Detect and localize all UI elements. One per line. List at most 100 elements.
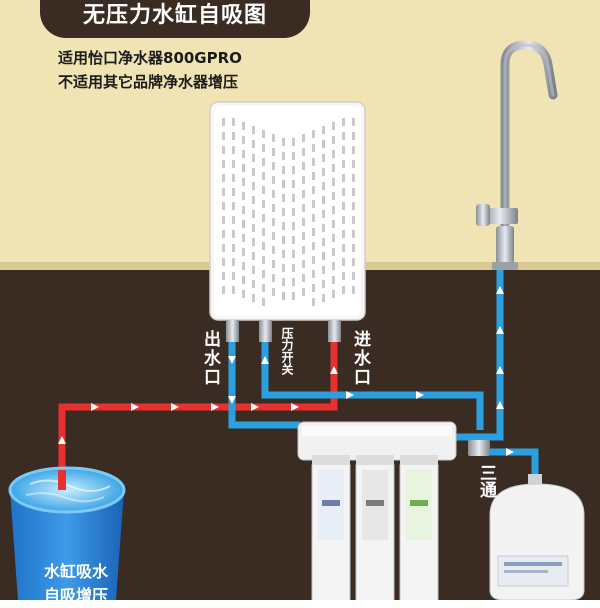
vent-slot: [222, 230, 225, 238]
vent-slot: [292, 278, 295, 286]
vent-slot: [352, 160, 355, 168]
vent-slot: [252, 266, 255, 274]
vent-slot: [312, 214, 315, 222]
vent-slot: [262, 256, 265, 264]
vent-slot: [302, 176, 305, 184]
vent-slot: [262, 172, 265, 180]
vent-slot: [242, 150, 245, 158]
vent-slot: [232, 146, 235, 154]
barrel-label-line-2: 自吸增压: [43, 586, 108, 605]
vent-slot: [352, 202, 355, 210]
vent-slot: [302, 134, 305, 142]
vent-slot: [292, 222, 295, 230]
vent-slot: [232, 202, 235, 210]
vent-slot: [332, 248, 335, 256]
vent-slot: [282, 222, 285, 230]
vent-slot: [292, 138, 295, 146]
vent-slot: [322, 196, 325, 204]
vent-slot: [302, 190, 305, 198]
vent-slot: [222, 174, 225, 182]
flow-arrow: [416, 391, 424, 399]
vent-slot: [322, 238, 325, 246]
vent-slot: [262, 270, 265, 278]
vent-slot: [312, 242, 315, 250]
vent-slot: [342, 202, 345, 210]
vent-slot: [352, 244, 355, 252]
vent-slot: [272, 232, 275, 240]
vent-slot: [232, 174, 235, 182]
vent-slot: [232, 258, 235, 266]
vent-slot: [282, 264, 285, 272]
page-title: 无压力水缸自吸图: [40, 0, 310, 38]
vent-slot: [322, 168, 325, 176]
vent-slot: [242, 178, 245, 186]
water-barrel: [8, 466, 126, 600]
vent-slot: [342, 244, 345, 252]
vent-slot: [232, 160, 235, 168]
filter-housing: [297, 421, 457, 600]
vent-slot: [352, 258, 355, 266]
vent-slot: [292, 250, 295, 258]
pump-vents: [222, 118, 355, 306]
vent-slot: [222, 118, 225, 126]
vent-slot: [252, 280, 255, 288]
vent-slot: [222, 202, 225, 210]
vent-slot: [272, 190, 275, 198]
vent-slot: [222, 244, 225, 252]
vent-slot: [312, 228, 315, 236]
vent-slot: [352, 188, 355, 196]
vent-slot: [322, 182, 325, 190]
vent-slot: [242, 290, 245, 298]
vent-slot: [262, 298, 265, 306]
barrel-label-line-1: 水缸吸水: [43, 562, 108, 581]
flow-arrow: [228, 356, 236, 364]
vent-slot: [232, 286, 235, 294]
vent-slot: [232, 244, 235, 252]
vent-slot: [282, 250, 285, 258]
vent-slot: [352, 118, 355, 126]
vent-slot: [302, 148, 305, 156]
vent-slot: [262, 214, 265, 222]
vent-slot: [222, 286, 225, 294]
vent-slot: [302, 288, 305, 296]
vent-slot: [242, 234, 245, 242]
vent-slot: [312, 130, 315, 138]
vent-slot: [262, 242, 265, 250]
vent-slot: [312, 172, 315, 180]
vent-slot: [272, 260, 275, 268]
vent-slot: [222, 132, 225, 140]
vent-slot: [282, 292, 285, 300]
vent-slot: [292, 152, 295, 160]
vent-slot: [332, 164, 335, 172]
vent-slot: [262, 200, 265, 208]
blue-pipe-faucet: [455, 270, 504, 441]
vent-slot: [262, 228, 265, 236]
vent-slot: [222, 272, 225, 280]
vent-slot: [252, 154, 255, 162]
vent-slot: [252, 140, 255, 148]
vent-slot: [262, 130, 265, 138]
flow-arrow: [291, 403, 299, 411]
flow-arrow: [211, 403, 219, 411]
flow-arrow: [496, 326, 504, 334]
vent-slot: [272, 134, 275, 142]
vent-slot: [332, 150, 335, 158]
vent-slot: [342, 118, 345, 126]
vent-slot: [322, 126, 325, 134]
vent-slot: [222, 188, 225, 196]
vent-slot: [222, 258, 225, 266]
vent-slot: [302, 218, 305, 226]
vent-slot: [312, 256, 315, 264]
vent-slot: [352, 146, 355, 154]
vent-slot: [332, 178, 335, 186]
vent-slot: [332, 220, 335, 228]
vent-slot: [312, 200, 315, 208]
vent-slot: [302, 260, 305, 268]
vent-slot: [332, 136, 335, 144]
vent-slot: [292, 166, 295, 174]
vent-slot: [342, 258, 345, 266]
vent-slot: [282, 208, 285, 216]
vent-slot: [342, 160, 345, 168]
port-fittings: [226, 320, 341, 342]
vent-slot: [242, 276, 245, 284]
